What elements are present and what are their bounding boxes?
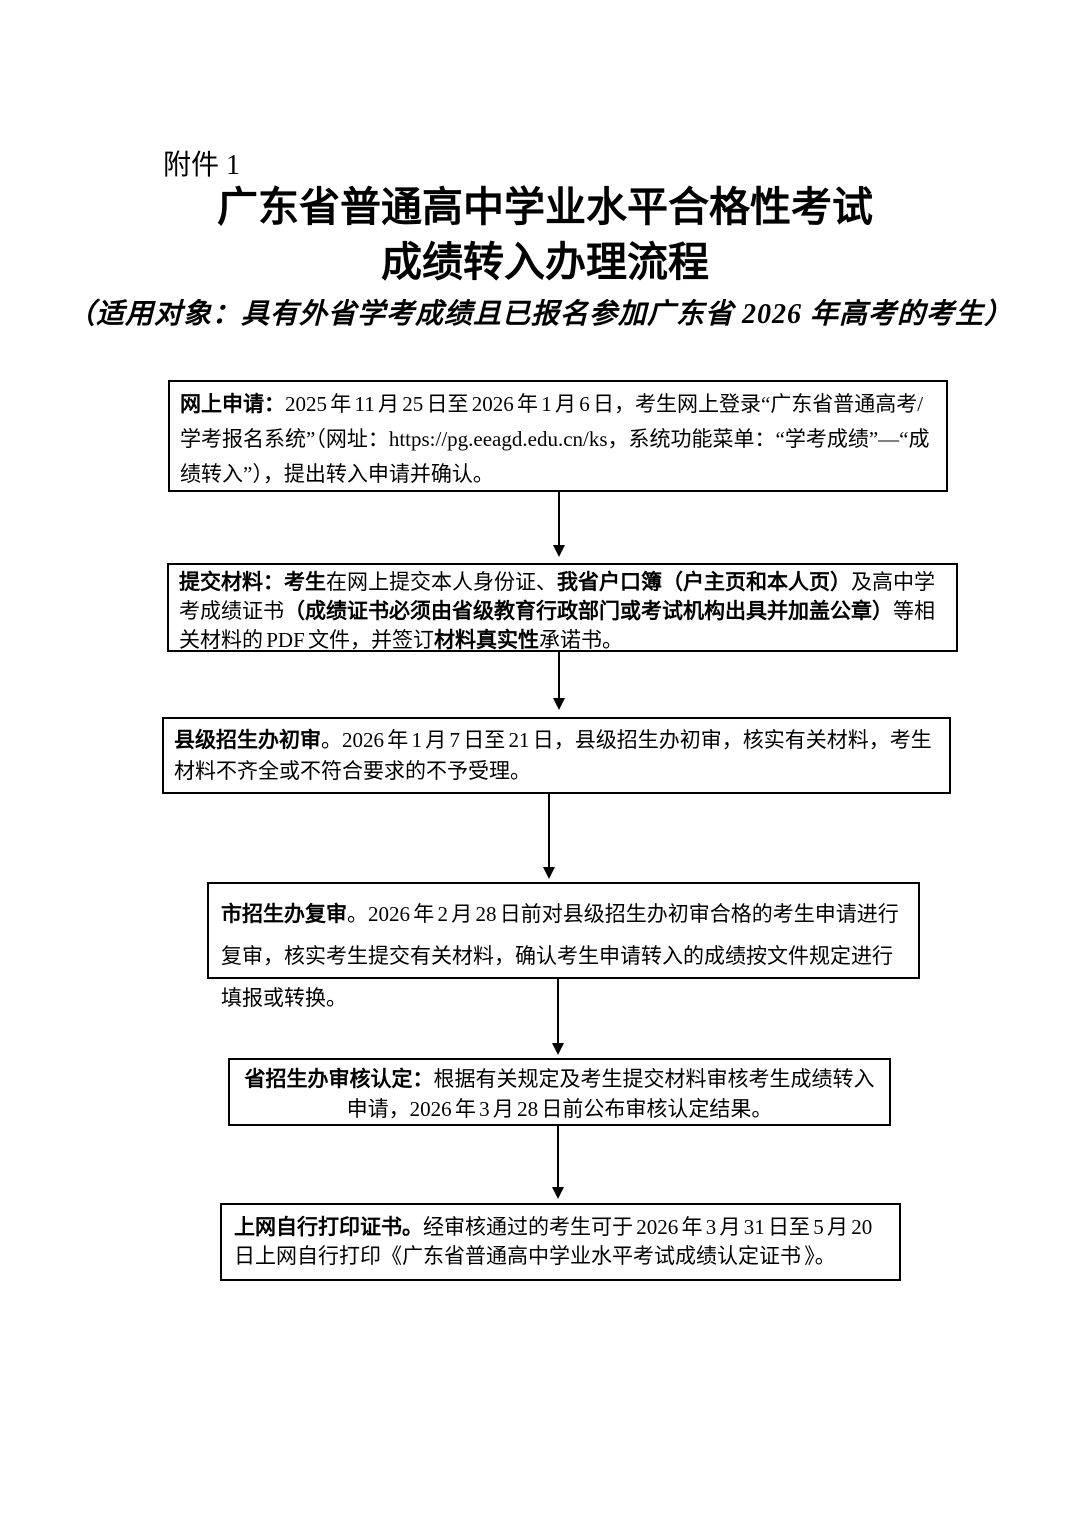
flow-connector-4 bbox=[552, 979, 564, 1055]
flow-text-bold-segment: 省招生办审核认定： bbox=[244, 1067, 434, 1091]
flow-step-text: 网上申请：2025 年 11 月 25 日至 2026 年 1 月 6 日，考生… bbox=[180, 387, 934, 492]
subtitle-applicable-scope: （适用对象：具有外省学考成绩且已报名参加广东省 2026 年高考的考生） bbox=[66, 299, 1013, 330]
flow-text-bold-segment: 上网自行打印证书。 bbox=[234, 1215, 423, 1239]
arrow-down-icon bbox=[553, 698, 565, 710]
flow-text-segment: 根据有关规定及考生提交材料审核考生成绩转入申请，2026 年 3 月 28 日前… bbox=[346, 1067, 875, 1121]
flow-text-segment: 在网上提交本人身份证、 bbox=[326, 570, 557, 594]
page-title: 广东省普通高中学业水平合格性考试 成绩转入办理流程 bbox=[0, 180, 1080, 290]
flow-text-bold-segment: 市招生办复审 bbox=[221, 902, 347, 926]
flow-text-segment: 承诺书。 bbox=[539, 628, 624, 652]
flow-text-segment: 及高中学考成绩证书 bbox=[179, 570, 935, 623]
flow-step-county-initial-review: 县级招生办初审。2026 年 1 月 7 日至 21 日，县级招生办初审，核实有… bbox=[162, 717, 951, 794]
flow-step-online-application: 网上申请：2025 年 11 月 25 日至 2026 年 1 月 6 日，考生… bbox=[168, 380, 948, 492]
flow-text-segment: 。2026 年 2 月 28 日前对县级招生办初审合格的考生申请进行复审，核实考… bbox=[221, 902, 899, 1010]
flow-text-segment: 2025 年 11 月 25 日至 2026 年 1 月 6 日，考生网上登录“… bbox=[180, 392, 930, 486]
flow-text-segment: 。2026 年 1 月 7 日至 21 日，县级招生办初审，核实有关材料，考生材… bbox=[174, 728, 932, 783]
flow-text-bold-segment: （成绩证书必须由省级教育行政部门或考试机构出具并加盖公章） bbox=[284, 599, 893, 623]
arrow-down-icon bbox=[543, 867, 555, 879]
arrow-down-icon bbox=[552, 1187, 564, 1199]
flow-connector-1 bbox=[553, 492, 565, 557]
flow-step-province-verification: 省招生办审核认定：根据有关规定及考生提交材料审核考生成绩转入申请，2026 年 … bbox=[228, 1058, 891, 1126]
flow-step-text: 省招生办审核认定：根据有关规定及考生提交材料审核考生成绩转入申请，2026 年 … bbox=[240, 1064, 879, 1124]
flow-step-text: 提交材料：考生在网上提交本人身份证、我省户口簿（户主页和本人页）及高中学考成绩证… bbox=[179, 568, 946, 655]
flow-step-submit-materials: 提交材料：考生在网上提交本人身份证、我省户口簿（户主页和本人页）及高中学考成绩证… bbox=[167, 563, 958, 652]
flow-step-text: 市招生办复审。2026 年 2 月 28 日前对县级招生办初审合格的考生申请进行… bbox=[221, 893, 904, 1019]
page-title-line-1: 广东省普通高中学业水平合格性考试 bbox=[217, 184, 873, 230]
flow-connector-2 bbox=[553, 651, 565, 710]
flow-text-bold-segment: 县级招生办初审 bbox=[174, 728, 321, 752]
flow-text-segment: 经审核通过的考生可于 2026 年 3 月 31 日至 5 月 20 日上网自行… bbox=[234, 1215, 873, 1268]
flow-connector-3 bbox=[543, 794, 555, 879]
flow-text-bold-segment: 材料真实性 bbox=[434, 628, 540, 652]
flow-text-bold-segment: 网上申请： bbox=[180, 392, 285, 416]
flow-connector-5 bbox=[552, 1126, 564, 1199]
arrow-down-icon bbox=[553, 545, 565, 557]
flow-text-bold-segment: 提交材料： bbox=[179, 570, 284, 594]
flow-text-segment: 等相关材料的 PDF 文件，并签订 bbox=[179, 599, 935, 652]
flow-step-text: 县级招生办初审。2026 年 1 月 7 日至 21 日，县级招生办初审，核实有… bbox=[174, 725, 937, 787]
page-title-line-2: 成绩转入办理流程 bbox=[381, 239, 709, 285]
flow-text-bold-segment: 我省户口簿（户主页和本人页） bbox=[557, 570, 851, 594]
flow-step-text: 上网自行打印证书。经审核通过的考生可于 2026 年 3 月 31 日至 5 月… bbox=[234, 1213, 887, 1271]
arrow-down-icon bbox=[552, 1043, 564, 1055]
flow-text-bold-segment: 考生 bbox=[284, 570, 326, 594]
attachment-label: 附件 1 bbox=[163, 150, 241, 181]
flow-step-print-certificate: 上网自行打印证书。经审核通过的考生可于 2026 年 3 月 31 日至 5 月… bbox=[220, 1203, 901, 1281]
flow-step-city-second-review: 市招生办复审。2026 年 2 月 28 日前对县级招生办初审合格的考生申请进行… bbox=[207, 882, 920, 1010]
